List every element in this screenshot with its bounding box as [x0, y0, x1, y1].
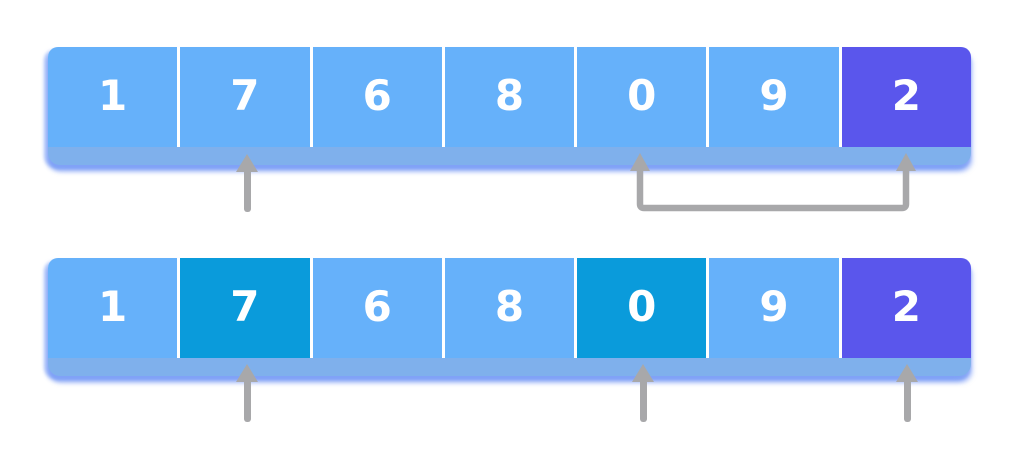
arrow-head	[632, 364, 654, 382]
array-cell-r1-i1: 7	[180, 47, 310, 147]
array-cell-r2-i4-highlighted: 0	[577, 258, 707, 358]
cell-value: 1	[98, 282, 128, 331]
arrow-shaft	[903, 381, 911, 422]
swap-connector-icon	[630, 153, 916, 212]
array-cell-r1-i4: 0	[577, 47, 707, 147]
pointer-up-arrow-icon	[632, 364, 654, 422]
array-row-1-cells: 1 7 6 8 0 9 2	[48, 47, 971, 147]
array-cell-r2-i0: 1	[48, 258, 178, 358]
array-cell-r1-i6-pivot: 2	[841, 47, 971, 147]
cell-value: 1	[98, 71, 128, 120]
array-cell-r1-i5: 9	[709, 47, 839, 147]
arrow-shaft	[243, 381, 251, 422]
array-cell-r2-i3: 8	[444, 258, 575, 358]
cell-value: 2	[891, 282, 921, 331]
arrow-head	[896, 364, 918, 382]
pointer-up-arrow-icon	[236, 154, 258, 212]
array-cell-r1-i0: 1	[48, 47, 178, 147]
array-cell-r2-i6-pivot: 2	[841, 258, 971, 358]
array-cell-r2-i5: 9	[709, 258, 839, 358]
cell-value: 8	[494, 282, 525, 331]
arrow-head	[236, 154, 258, 172]
pointer-up-arrow-icon	[896, 364, 918, 422]
cell-value: 0	[627, 282, 657, 331]
cell-value: 6	[362, 282, 392, 331]
cell-value: 9	[759, 71, 789, 120]
cell-value: 6	[362, 71, 392, 120]
cell-value: 9	[759, 282, 789, 331]
cell-value: 8	[494, 71, 525, 120]
cell-value: 7	[230, 71, 260, 120]
array-cell-r1-i2: 6	[312, 47, 442, 147]
cell-value: 7	[230, 282, 260, 331]
array-cell-r2-i2: 6	[312, 258, 442, 358]
array-row-2: 1 7 6 8 0 9 2	[48, 258, 971, 376]
cell-value: 2	[891, 71, 921, 120]
arrow-shaft	[639, 381, 647, 422]
array-row-2-cells: 1 7 6 8 0 9 2	[48, 258, 971, 358]
arrow-shaft	[243, 171, 251, 212]
array-row-1: 1 7 6 8 0 9 2	[48, 47, 971, 165]
array-cell-r2-i1-highlighted: 7	[180, 258, 310, 358]
pointer-up-arrow-icon	[236, 364, 258, 422]
cell-value: 0	[627, 71, 657, 120]
arrow-head	[236, 364, 258, 382]
array-cell-r1-i3: 8	[444, 47, 575, 147]
